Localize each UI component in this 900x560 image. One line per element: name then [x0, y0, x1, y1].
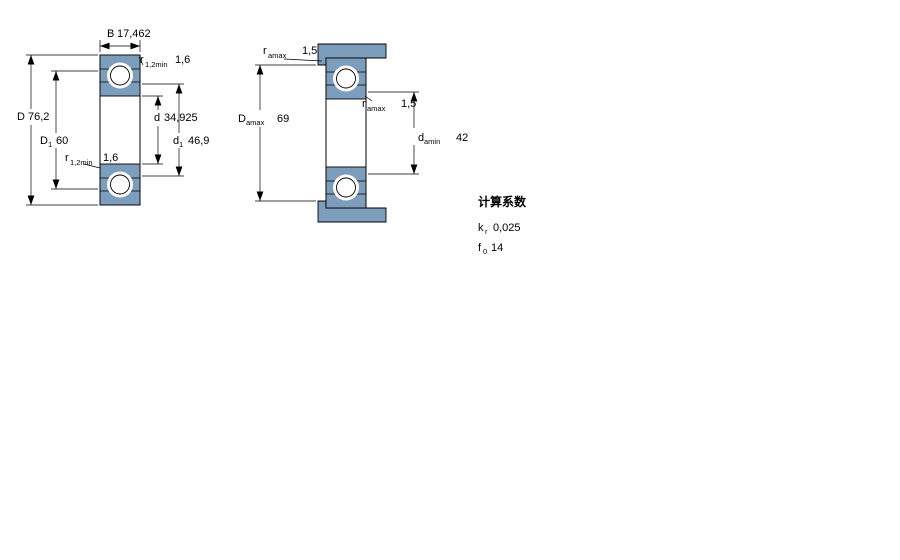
factor-kr-subscript: r [485, 227, 488, 236]
dim-da-value: 42 [456, 132, 468, 144]
right-section-view [317, 43, 387, 223]
dim-D-value: 76,2 [28, 111, 49, 123]
dim-r-top-label: r [140, 54, 144, 66]
dim-D: D 76,2 [17, 54, 98, 206]
dim-Da-extension-lines [255, 64, 316, 202]
dim-ra-top-label: r [263, 45, 267, 57]
left-top-ball [110, 65, 130, 86]
left-section-view [99, 54, 141, 206]
dim-r-left-subscript: 1,2min [70, 158, 93, 167]
dim-r-left: r 1,2min 1,6 [65, 152, 118, 169]
dim-ra-top: r amax 1,5 [263, 45, 323, 62]
factor-f0-subscript: 0 [483, 247, 487, 256]
dim-r-top: r 1,2min 1,6 [138, 54, 190, 69]
dim-da: d amin 42 [368, 91, 468, 175]
dim-D1-extension-lines [51, 70, 98, 190]
dim-B-value: 17,462 [117, 28, 151, 40]
dim-d: d 34,925 [142, 95, 198, 165]
dim-r-left-label: r [65, 152, 69, 164]
dim-D1-value: 60 [56, 135, 68, 147]
dim-d1-label: d [173, 135, 179, 147]
dim-d1-value: 46,9 [188, 135, 209, 147]
dim-ra-mid: r amax 1,5 [362, 95, 416, 113]
factor-f0-value: 14 [491, 242, 503, 254]
dim-D1: D 1 60 [40, 70, 98, 190]
dim-r-top-leader [138, 56, 144, 66]
left-bottom-ball [110, 174, 130, 195]
dim-d1-subscript: 1 [179, 140, 183, 149]
dim-Da-subscript: amax [246, 118, 265, 127]
dim-ra-mid-leader [364, 95, 373, 102]
dim-r-top-value: 1,6 [175, 54, 190, 66]
dim-r-left-value: 1,6 [103, 152, 118, 164]
dim-Da-value: 69 [277, 113, 289, 125]
dim-B-label: B [107, 28, 114, 40]
dim-Da: D amax 69 [238, 64, 316, 202]
factor-kr-label: k [478, 222, 484, 234]
dim-ra-top-leader [283, 58, 323, 62]
dim-ra-top-subscript: amax [268, 51, 287, 60]
dim-B: B 17,462 [99, 28, 151, 52]
factor-kr-value: 0,025 [493, 222, 521, 234]
dim-ra-mid-label: r [362, 98, 366, 110]
dim-Da-label: D [238, 113, 246, 125]
dim-da-subscript: amin [424, 137, 440, 146]
right-top-ball [336, 68, 356, 89]
factor-f0-label: f [478, 242, 482, 254]
dim-D-label: D [17, 111, 25, 123]
dim-da-extension-lines [368, 91, 419, 175]
dim-D-extension-lines [26, 54, 98, 206]
dim-d-label: d [154, 112, 160, 124]
dim-da-label: d [418, 132, 424, 144]
calculation-factors: 计算系数 k r 0,025 f 0 14 [478, 194, 527, 256]
dim-ra-top-value: 1,5 [302, 45, 317, 57]
dim-d-value: 34,925 [164, 112, 198, 124]
dim-d-extension-lines [142, 95, 163, 165]
dim-D1-label: D [40, 135, 48, 147]
dim-D1-subscript: 1 [48, 140, 52, 149]
dim-r-left-leader [83, 163, 101, 169]
dim-r-top-subscript: 1,2min [145, 60, 168, 69]
dim-ra-mid-subscript: amax [367, 104, 386, 113]
dim-d1-extension-lines [142, 83, 184, 177]
right-bottom-ball [336, 177, 356, 198]
calculation-factors-title: 计算系数 [478, 194, 527, 209]
dim-d1: d 1 46,9 [142, 83, 209, 177]
